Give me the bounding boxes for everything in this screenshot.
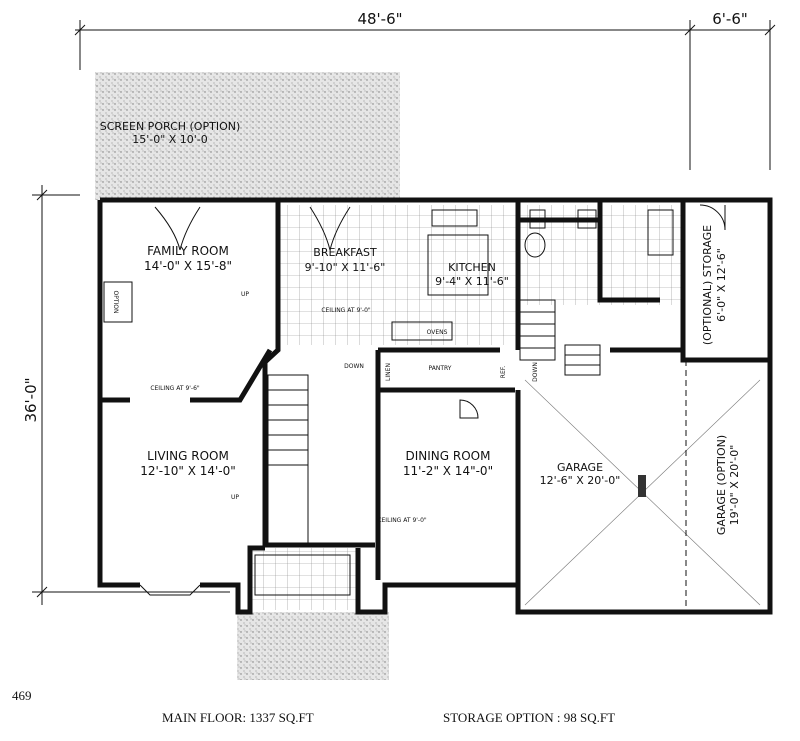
family-up-label: UP <box>241 291 249 298</box>
garage-option-label: GARAGE (OPTION) <box>715 435 728 535</box>
ref-label: REF. <box>500 366 507 378</box>
breakfast-size: 9'-10" X 11'-6" <box>305 261 386 274</box>
dining-room-size: 11'-2" X 14"-0" <box>403 464 493 478</box>
storage-option-area: STORAGE OPTION : 98 SQ.FT <box>443 710 615 725</box>
living-room-label: LIVING ROOM <box>147 449 229 463</box>
foyer-tile <box>252 548 357 610</box>
garage-label: GARAGE <box>557 461 603 474</box>
front-stoop <box>237 612 389 680</box>
screen-porch <box>95 72 400 200</box>
family-ceiling-label: CEILING AT 9'-6" <box>150 385 200 392</box>
width-dimension: 48'-6" <box>357 10 402 28</box>
breakfast-label: BREAKFAST <box>313 246 377 259</box>
storage-size: 6'-0" X 12'-6" <box>715 248 728 322</box>
ovens-label: OVENS <box>427 329 448 336</box>
screen-porch-label: SCREEN PORCH (OPTION) <box>100 120 241 133</box>
dimension-lines <box>32 20 776 605</box>
storage-width-dimension: 6'-6" <box>712 10 748 28</box>
pantry-label: PANTRY <box>429 365 452 372</box>
family-room-size: 14'-0" X 15'-8" <box>144 259 232 273</box>
fireplace-option-label: OPTION <box>112 291 119 314</box>
garage-marks <box>524 360 761 612</box>
family-room-label: FAMILY ROOM <box>147 244 229 258</box>
garage-size: 12'-6" X 20'-0" <box>540 474 621 487</box>
storage-label: (OPTIONAL) STORAGE <box>701 225 714 345</box>
linen-label: LINEN <box>385 363 392 381</box>
dining-ceiling-label: CEILING AT 9'-0" <box>377 517 427 524</box>
plan-number: 469 <box>12 688 32 703</box>
main-floor-area: MAIN FLOOR: 1337 SQ.FT <box>162 710 314 725</box>
garage-down-label: DOWN <box>532 362 539 382</box>
stairs <box>254 299 601 596</box>
down-label: DOWN <box>344 363 364 370</box>
living-room-size: 12'-10" X 14'-0" <box>140 464 236 478</box>
kitchen-size: 9'-4" X 11'-6" <box>435 275 509 288</box>
dining-room-label: DINING ROOM <box>406 449 491 463</box>
screen-porch-size: 15'-0" X 10'-0 <box>132 133 208 146</box>
living-up-label: UP <box>231 494 239 501</box>
kitchen-label: KITCHEN <box>448 261 496 274</box>
depth-dimension: 36'-0" <box>22 377 40 422</box>
garage-option-size: 19'-0" X 20'-0" <box>728 445 741 526</box>
fixtures <box>103 209 674 341</box>
doors <box>154 204 726 419</box>
breakfast-ceiling-label: CEILING AT 9'-0" <box>321 307 371 314</box>
